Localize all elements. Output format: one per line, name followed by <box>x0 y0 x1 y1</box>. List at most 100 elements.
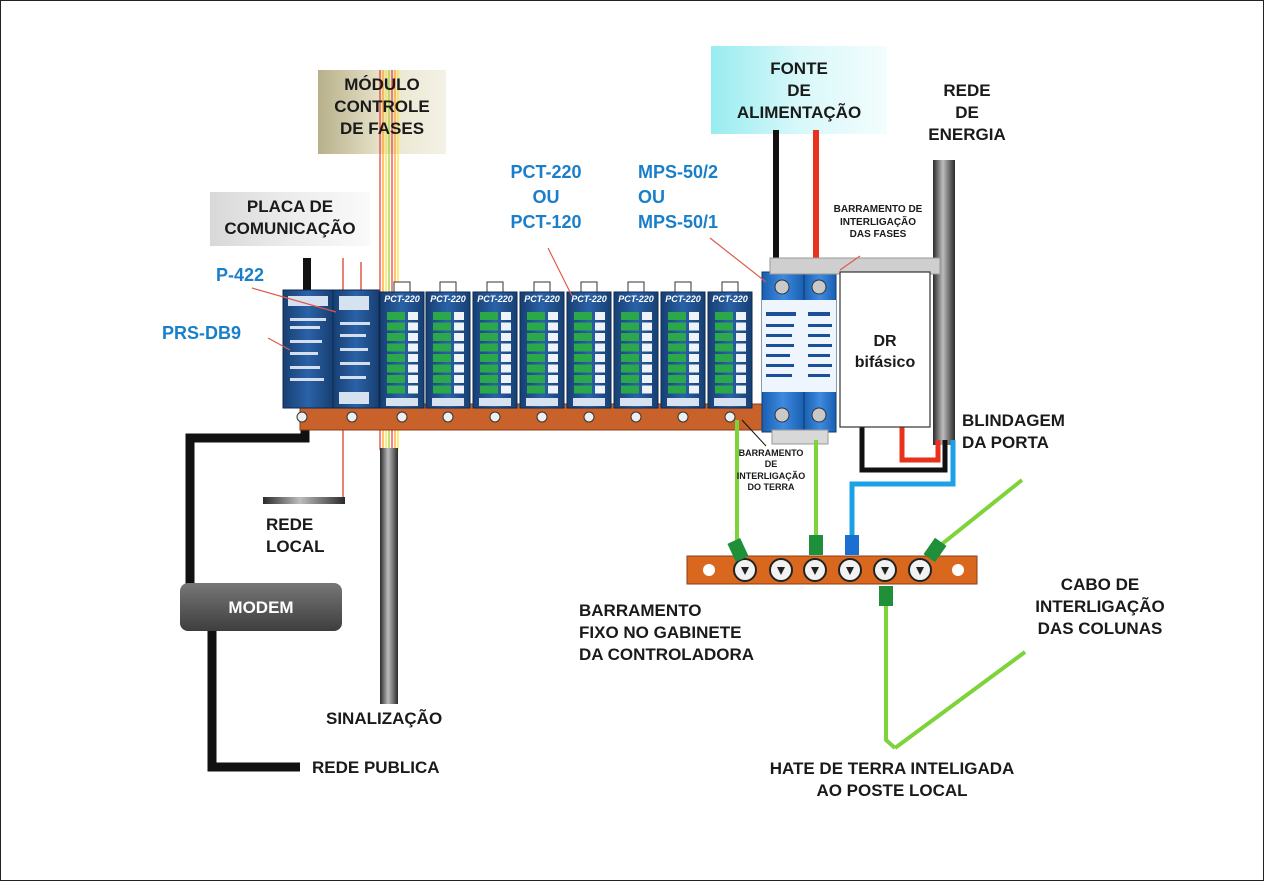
terminal-pin <box>408 364 418 373</box>
pct-module: PCT-220 <box>660 281 706 423</box>
dr-red-cable <box>899 425 941 463</box>
terminal-block <box>668 322 686 331</box>
terminal-pin <box>501 354 511 362</box>
terminal-block <box>574 385 592 394</box>
terminal-pin <box>454 333 464 341</box>
din-screw <box>583 411 595 423</box>
terminal-pin <box>736 375 746 383</box>
terminal-pin <box>548 375 558 383</box>
terminal-block <box>433 312 451 320</box>
terminal-block <box>715 354 733 362</box>
terminal-pin <box>595 343 605 352</box>
terminal-pin <box>501 312 511 320</box>
terminal-pin <box>548 333 558 341</box>
terminal-block <box>621 333 639 341</box>
terminal-pin <box>642 322 652 331</box>
ground-bar-screws <box>733 558 932 582</box>
terminal-pin <box>736 333 746 341</box>
terminal-block <box>480 333 498 341</box>
energy-rod <box>933 160 955 445</box>
terminal-block <box>715 312 733 320</box>
terminal-block <box>574 333 592 341</box>
terminal-block <box>715 385 733 394</box>
terminal-block <box>480 385 498 394</box>
din-screw <box>630 411 642 423</box>
terminal-pin <box>454 385 464 394</box>
terminal-pin <box>642 312 652 320</box>
terminal-block <box>527 375 545 383</box>
terminal-pin <box>642 364 652 373</box>
terminal-pin <box>595 333 605 341</box>
bar-screw-mark <box>811 567 819 575</box>
terminal-pin <box>501 343 511 352</box>
din-screw <box>724 411 736 423</box>
fonte-label-bg <box>711 46 887 134</box>
din-screw <box>346 411 358 423</box>
pointer-lines <box>251 237 861 351</box>
terminal-pin <box>642 333 652 341</box>
terminal-block <box>621 375 639 383</box>
terminal-pin <box>736 385 746 394</box>
terminal-pin <box>408 385 418 394</box>
terminal-pin <box>642 385 652 394</box>
terminal-block <box>527 322 545 331</box>
ground-link-bar <box>771 429 829 445</box>
terminal-block <box>621 354 639 362</box>
pct-module-label: PCT-220 <box>618 294 654 304</box>
terminal-block <box>433 343 451 352</box>
terra-pointer <box>741 419 767 447</box>
terminal-pin <box>689 385 699 394</box>
terminal-block <box>387 333 405 341</box>
terminal-block <box>527 312 545 320</box>
terminal-block <box>527 333 545 341</box>
terminal-pin <box>736 312 746 320</box>
terminal-block <box>668 385 686 394</box>
terminal-pin <box>454 312 464 320</box>
pct-module-label: PCT-220 <box>571 294 607 304</box>
terminal-pin <box>642 343 652 352</box>
terminal-block <box>668 364 686 373</box>
terminal-block <box>715 364 733 373</box>
terminal-pin <box>501 333 511 341</box>
pct-module: PCT-220 <box>613 281 659 423</box>
terminal-block <box>574 312 592 320</box>
modulo-label-bg <box>318 70 446 154</box>
terminal-pin <box>454 343 464 352</box>
terminal-pin <box>501 385 511 394</box>
pct-module-label: PCT-220 <box>384 294 420 304</box>
terminal-block <box>387 375 405 383</box>
rede-publica-label: REDE PUBLICA <box>312 758 440 777</box>
prs-db9-label: PRS-DB9 <box>162 323 242 343</box>
terminal-pin <box>501 375 511 383</box>
sinalizacao-label: SINALIZAÇÃO <box>326 709 443 728</box>
terminal-pin <box>548 343 558 352</box>
terminal-block <box>715 375 733 383</box>
terminal-pin <box>408 322 418 331</box>
terminal-block <box>668 343 686 352</box>
terminal-block <box>668 333 686 341</box>
bar-screw-mark <box>846 567 854 575</box>
terminal-block <box>668 312 686 320</box>
terminal-block <box>433 333 451 341</box>
terminal-pin <box>689 354 699 362</box>
terminal-pin <box>689 343 699 352</box>
terminal-pin <box>689 375 699 383</box>
terminal-block <box>480 354 498 362</box>
pct-module-label: PCT-220 <box>477 294 513 304</box>
placa-label-bg <box>210 192 370 246</box>
terminal-pin <box>736 343 746 352</box>
terminal-pin <box>642 354 652 362</box>
terminal-block <box>387 312 405 320</box>
terminal-block <box>527 364 545 373</box>
terminal-pin <box>689 322 699 331</box>
terminal-block <box>527 385 545 394</box>
